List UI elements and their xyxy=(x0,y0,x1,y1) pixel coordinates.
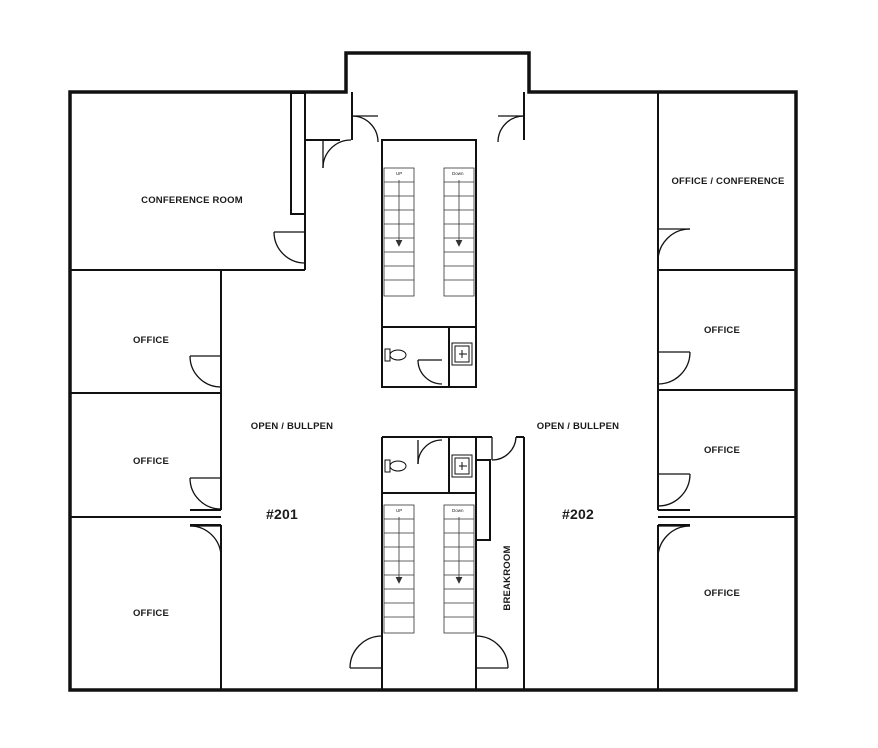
room-label-conference: CONFERENCE ROOM xyxy=(141,195,243,206)
room-label-open-bullpen-right: OPEN / BULLPEN xyxy=(537,421,620,432)
stair-upper-down-label: Down xyxy=(452,171,464,176)
exterior-walls xyxy=(68,51,798,692)
room-label-office-left-2: OFFICE xyxy=(133,456,169,467)
room-label-office-right-2: OFFICE xyxy=(704,445,740,456)
unit-number-201: #201 xyxy=(266,506,298,522)
unit-number-202: #202 xyxy=(562,506,594,522)
room-label-office-right-3: OFFICE xyxy=(704,588,740,599)
interior-walls xyxy=(70,92,796,690)
room-label-office-left-1: OFFICE xyxy=(133,335,169,346)
doors xyxy=(189,115,691,669)
stair-lower-down xyxy=(443,504,475,634)
sink-icon xyxy=(451,342,473,366)
toilet-icon xyxy=(384,348,407,362)
room-label-office-left-3: OFFICE xyxy=(133,608,169,619)
stair-upper-up xyxy=(383,167,415,297)
room-label-office-conference: OFFICE / CONFERENCE xyxy=(671,176,784,187)
stair-upper-up-label: UP xyxy=(396,171,402,176)
stair-lower-up-label: UP xyxy=(396,508,402,513)
room-label-office-right-1: OFFICE xyxy=(704,325,740,336)
sink-icon xyxy=(451,454,473,478)
room-label-breakroom: BREAKROOM xyxy=(502,545,513,610)
stair-lower-up xyxy=(383,504,415,634)
stair-upper-down xyxy=(443,167,475,297)
room-label-open-bullpen-left: OPEN / BULLPEN xyxy=(251,421,334,432)
toilet-icon xyxy=(384,459,407,473)
stair-lower-down-label: Down xyxy=(452,508,464,513)
